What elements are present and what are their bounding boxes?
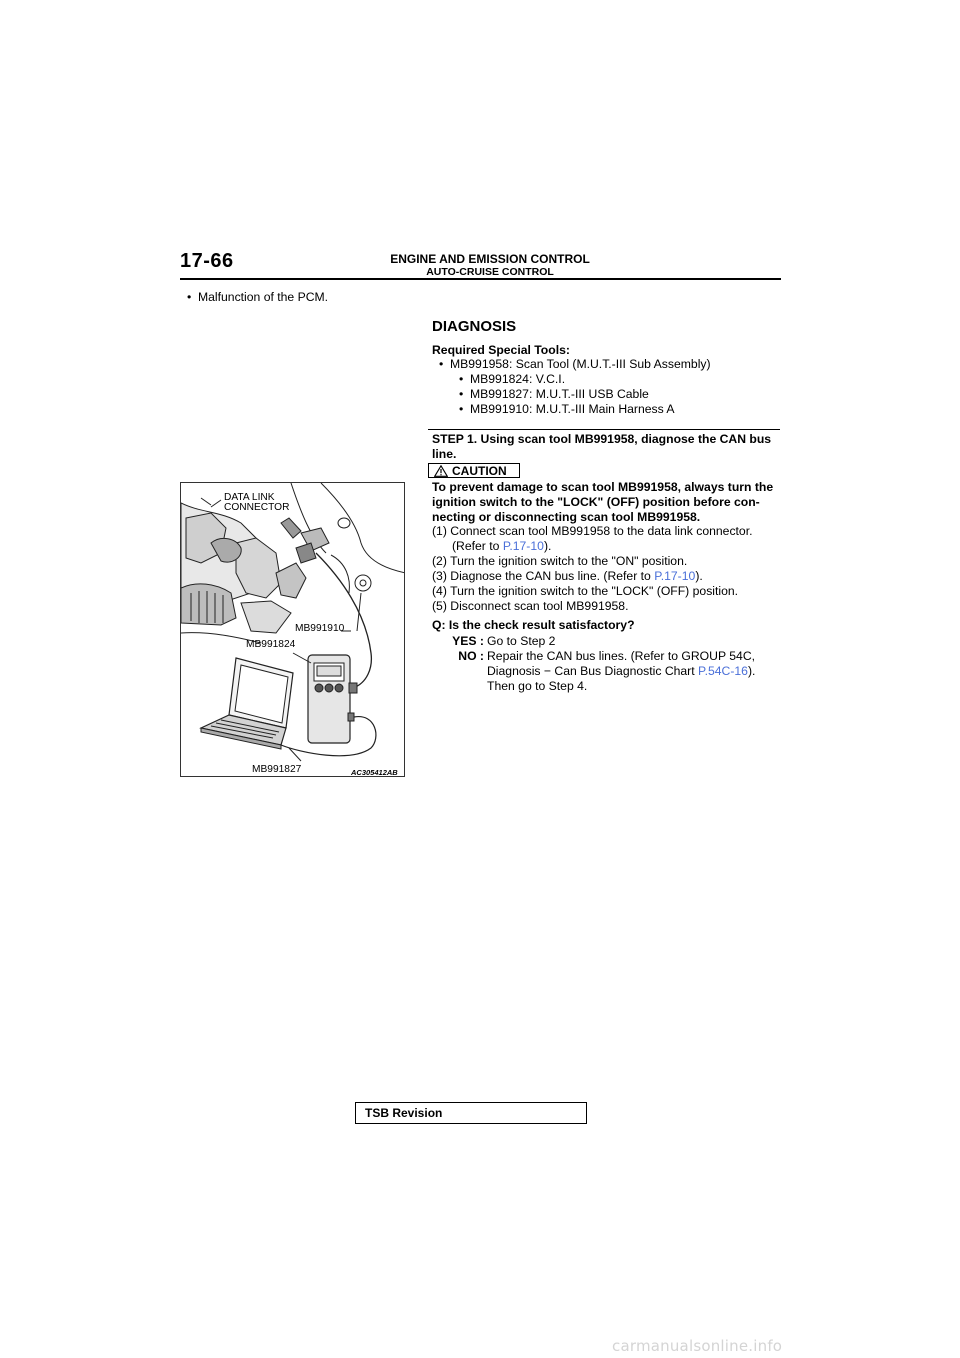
figure-label: CONNECTOR [224, 502, 290, 513]
figure-label: MB991824 [246, 639, 296, 650]
watermark: carmanualsonline.info [612, 1337, 783, 1355]
page-number: 17-66 [180, 250, 234, 272]
caution-text: necting or disconnecting scan tool MB991… [432, 510, 701, 524]
instruction-4: (4) Turn the ignition switch to the "LOC… [432, 584, 739, 598]
tool-item: MB991958: Scan Tool (M.U.T.-III Sub Asse… [439, 357, 711, 372]
malfunction-bullet: Malfunction of the PCM. [187, 290, 328, 305]
check-question: Q: Is the check result satisfactory? [432, 618, 635, 632]
page-ref-link[interactable]: P.54C-16 [698, 664, 748, 678]
figure-label: DATA LINK [224, 492, 275, 503]
tsb-revision-box [355, 1102, 587, 1124]
yes-label: YES : [452, 634, 484, 648]
tool-item: MB991824: V.C.I. [459, 372, 565, 387]
figure-code: AC305412AB [351, 768, 398, 777]
tool-item: MB991910: M.U.T.-III Main Harness A [459, 402, 675, 417]
caution-text: To prevent damage to scan tool MB991958,… [432, 480, 774, 494]
section-title: ENGINE AND EMISSION CONTROL [390, 252, 590, 266]
diagnosis-heading: DIAGNOSIS [432, 318, 517, 335]
instruction-2: (2) Turn the ignition switch to the "ON"… [432, 554, 688, 568]
scan-tool-connection-figure: DATA LINK CONNECTOR MB991910 MB991824 MB… [180, 482, 405, 777]
figure-label: MB991827 [252, 764, 302, 775]
header-rule [180, 278, 781, 280]
caution-box: CAUTION [428, 463, 520, 478]
tsb-revision-label: TSB Revision [365, 1106, 443, 1120]
step1-title-cont: line. [432, 447, 457, 461]
tools-label: Required Special Tools: [432, 343, 570, 357]
section-subtitle: AUTO-CRUISE CONTROL [426, 266, 554, 278]
no-text-cont: Then go to Step 4. [487, 679, 588, 693]
step-rule [428, 429, 780, 430]
yes-text: Go to Step 2 [487, 634, 556, 648]
caution-text: ignition switch to the "LOCK" (OFF) posi… [432, 495, 760, 509]
caution-label: CAUTION [452, 464, 507, 478]
no-text-cont: Diagnosis − Can Bus Diagnostic Chart P.5… [487, 664, 756, 678]
figure-label: MB991910 [295, 623, 345, 634]
tool-item: MB991827: M.U.T.-III USB Cable [459, 387, 649, 402]
instruction-5: (5) Disconnect scan tool MB991958. [432, 599, 629, 613]
instruction-1: (1) Connect scan tool MB991958 to the da… [432, 524, 753, 538]
page-ref-link[interactable]: P.17-10 [502, 539, 544, 553]
instruction-3: (3) Diagnose the CAN bus line. (Refer to… [432, 569, 703, 583]
engine-bay-illustration [181, 483, 404, 762]
page-ref-link[interactable]: P.17-10 [654, 569, 696, 583]
step1-title: STEP 1. Using scan tool MB991958, diagno… [432, 432, 772, 446]
no-text: Repair the CAN bus lines. (Refer to GROU… [487, 649, 756, 663]
warning-triangle-icon [434, 465, 448, 477]
instruction-1-ref: (Refer to P.17-10). [452, 539, 552, 553]
no-label: NO : [458, 649, 484, 663]
